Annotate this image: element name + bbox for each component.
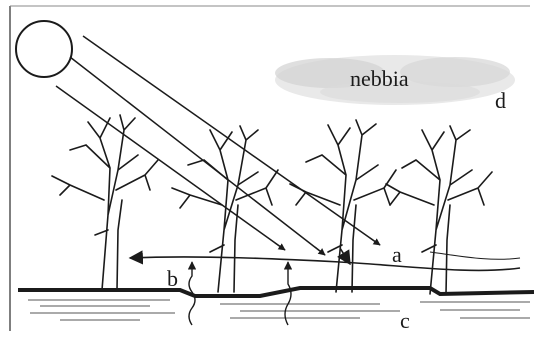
ray-arrowhead-1 [370, 238, 380, 245]
sun-ray-3 [56, 86, 285, 250]
flow-line-upper [430, 252, 520, 259]
label-a: a [392, 242, 402, 267]
label-c: c [400, 308, 410, 333]
ground-surface [18, 288, 534, 296]
ray-arrowhead-2 [315, 247, 325, 255]
ray-arrowhead-3 [275, 243, 285, 250]
flow-arrow-a [130, 257, 520, 271]
tree-2 [172, 126, 278, 292]
soil-water-hatching [28, 300, 530, 320]
tree-group [52, 115, 492, 294]
label-d: d [495, 88, 506, 113]
label-b: b [167, 266, 178, 291]
tree-1 [52, 115, 158, 290]
sun-icon [16, 21, 72, 77]
evaporation-arrow-2 [285, 262, 291, 325]
tree-3 [290, 120, 396, 292]
fog-label: nebbia [350, 66, 409, 91]
